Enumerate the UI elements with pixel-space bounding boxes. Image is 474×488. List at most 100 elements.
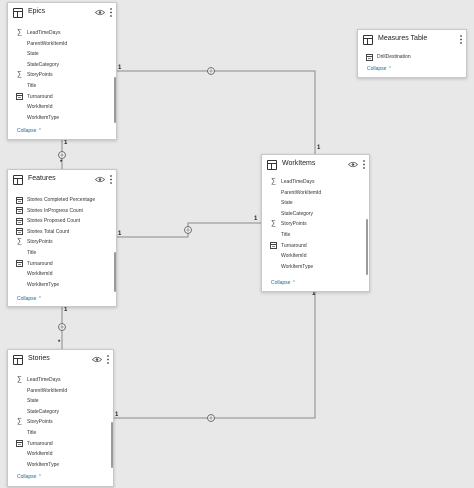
field-row[interactable]: ParentWorkItemId bbox=[262, 188, 369, 199]
field-row[interactable]: Title bbox=[262, 230, 369, 241]
field-row[interactable]: Turnaround bbox=[8, 92, 116, 103]
field-row[interactable]: WorkItemId bbox=[8, 269, 116, 280]
crossfilter-features-stories[interactable] bbox=[58, 323, 66, 331]
field-row[interactable]: ∑LeadTimeDays bbox=[262, 177, 369, 188]
field-row[interactable]: WorkItemId bbox=[262, 251, 369, 262]
field-row[interactable]: ∑LeadTimeDays bbox=[8, 28, 116, 39]
field-row[interactable]: WorkItemType bbox=[8, 113, 116, 124]
field-row[interactable]: WorkItemType bbox=[262, 262, 369, 273]
field-row[interactable]: Title bbox=[8, 248, 116, 259]
field-row[interactable]: Title bbox=[8, 428, 113, 439]
field-row[interactable]: Stories InProgress Count bbox=[8, 206, 116, 217]
eye-icon[interactable] bbox=[95, 9, 105, 16]
table-card-measures-table[interactable]: Measures Table DrillDestination Collapse… bbox=[357, 29, 467, 78]
rel-stories-workitems[interactable] bbox=[113, 292, 316, 419]
rel-epics-workitems[interactable] bbox=[116, 70, 316, 155]
card-header[interactable]: Measures Table bbox=[358, 30, 466, 52]
field-row[interactable]: State bbox=[262, 198, 369, 209]
calculator-icon bbox=[270, 242, 277, 250]
field-name: Stories InProgress Count bbox=[27, 207, 83, 214]
field-name: LeadTimeDays bbox=[27, 377, 61, 383]
scrollbar[interactable] bbox=[114, 252, 116, 292]
scrollbar[interactable] bbox=[111, 422, 113, 468]
field-row[interactable]: Stories Completed Percentage bbox=[8, 195, 116, 206]
more-options-icon[interactable] bbox=[362, 159, 366, 170]
field-name: State bbox=[27, 398, 39, 405]
field-name: State bbox=[27, 51, 39, 58]
cardinality-one-features-to-stories: 1 bbox=[64, 307, 68, 313]
table-icon bbox=[13, 355, 23, 365]
card-header[interactable]: Features bbox=[8, 170, 116, 192]
field-row[interactable]: WorkItemId bbox=[8, 102, 116, 113]
field-row[interactable]: StateCategory bbox=[8, 60, 116, 71]
more-options-icon[interactable] bbox=[106, 354, 110, 365]
cardinality-one-workitems-from-features: 1 bbox=[254, 216, 258, 222]
card-header[interactable]: WorkItems bbox=[262, 155, 369, 177]
field-row[interactable]: ParentWorkItemId bbox=[8, 386, 113, 397]
calculator-icon bbox=[16, 440, 23, 448]
field-row[interactable]: Stories Total Count bbox=[8, 227, 116, 238]
field-row[interactable]: StateCategory bbox=[262, 209, 369, 220]
chevron-up-icon: ⌃ bbox=[37, 296, 43, 302]
field-row[interactable]: State bbox=[8, 49, 116, 60]
sigma-icon: ∑ bbox=[271, 178, 276, 185]
collapse-link[interactable]: Collapse ⌃ bbox=[17, 296, 42, 302]
field-name: StoryPoints bbox=[281, 221, 307, 228]
field-row[interactable]: ParentWorkItemId bbox=[8, 39, 116, 50]
field-row[interactable]: Turnaround bbox=[8, 259, 116, 270]
field-name: StateCategory bbox=[27, 61, 59, 68]
calculator-icon bbox=[366, 53, 373, 61]
cardinality-one-workitems-from-epics: 1 bbox=[317, 145, 321, 151]
field-row[interactable]: WorkItemType bbox=[8, 280, 116, 291]
field-name: WorkItemType bbox=[281, 263, 314, 270]
eye-icon[interactable] bbox=[348, 161, 358, 168]
field-row[interactable]: ∑StoryPoints bbox=[8, 417, 113, 428]
more-options-icon[interactable] bbox=[109, 7, 113, 18]
field-row[interactable]: Turnaround bbox=[8, 439, 113, 450]
field-name: Title bbox=[27, 82, 37, 89]
field-row[interactable]: ∑StoryPoints bbox=[8, 237, 116, 248]
chevron-up-icon: ⌃ bbox=[387, 66, 393, 72]
card-header[interactable]: Epics bbox=[8, 3, 116, 25]
collapse-link[interactable]: Collapse ⌃ bbox=[271, 280, 296, 286]
crossfilter-epics-workitems[interactable] bbox=[207, 67, 215, 75]
eye-icon[interactable] bbox=[95, 176, 105, 183]
chevron-up-icon: ⌃ bbox=[37, 474, 43, 480]
more-options-icon[interactable] bbox=[109, 174, 113, 185]
field-row[interactable]: ∑StoryPoints bbox=[262, 219, 369, 230]
collapse-link[interactable]: Collapse ⌃ bbox=[367, 66, 392, 72]
scrollbar[interactable] bbox=[366, 219, 368, 275]
field-row[interactable]: Turnaround bbox=[262, 241, 369, 252]
eye-icon[interactable] bbox=[92, 356, 102, 363]
field-name: WorkItemId bbox=[281, 253, 307, 260]
more-options-icon[interactable] bbox=[459, 34, 463, 45]
field-name: State bbox=[281, 200, 293, 207]
field-row[interactable]: DrillDestination bbox=[358, 52, 466, 63]
rel-features-workitems[interactable] bbox=[116, 222, 262, 238]
crossfilter-features-workitems[interactable] bbox=[184, 226, 192, 234]
card-header[interactable]: Stories bbox=[8, 350, 113, 372]
field-row[interactable]: WorkItemId bbox=[8, 449, 113, 460]
field-row[interactable]: StateCategory bbox=[8, 407, 113, 418]
field-row[interactable]: Stories Proposed Count bbox=[8, 216, 116, 227]
crossfilter-epics-features[interactable] bbox=[58, 151, 66, 159]
field-row[interactable]: State bbox=[8, 396, 113, 407]
field-row[interactable]: Title bbox=[8, 81, 116, 92]
collapse-link[interactable]: Collapse ⌃ bbox=[17, 128, 42, 134]
collapse-link[interactable]: Collapse ⌃ bbox=[17, 474, 42, 480]
collapse-label: Collapse bbox=[17, 296, 37, 302]
scrollbar[interactable] bbox=[114, 77, 116, 123]
table-icon bbox=[267, 160, 277, 170]
field-row[interactable]: ∑LeadTimeDays bbox=[8, 375, 113, 386]
field-row[interactable]: ∑StoryPoints bbox=[8, 70, 116, 81]
field-row[interactable]: WorkItemType bbox=[8, 460, 113, 471]
card-title: Epics bbox=[28, 8, 46, 15]
crossfilter-stories-workitems[interactable] bbox=[207, 414, 215, 422]
